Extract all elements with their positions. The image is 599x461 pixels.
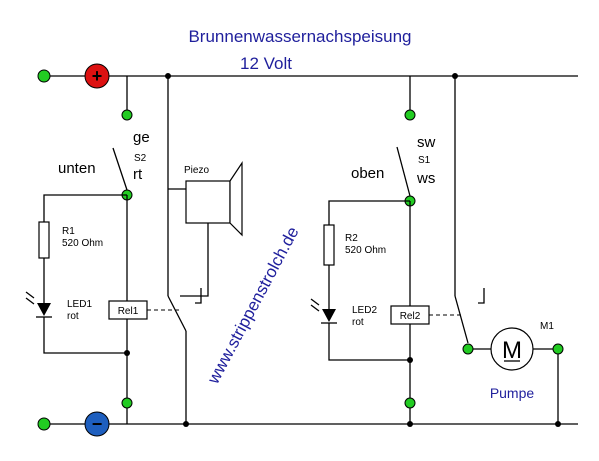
diagram-title: Brunnenwassernachspeisung (188, 27, 411, 46)
pump-label: Pumpe (490, 385, 535, 401)
r2-value-label: 520 Ohm (345, 245, 386, 256)
led2-light-arrow-icon-2 (310, 304, 320, 312)
junction-dot (407, 357, 413, 363)
s2-name-label: S2 (134, 153, 147, 164)
led2-name-label: LED2 (352, 305, 377, 316)
rail-terminal (121, 397, 133, 409)
led2-color-label: rot (352, 317, 364, 328)
pump-motor-name-label: M1 (540, 321, 554, 332)
junction-dot (407, 421, 413, 427)
led1-name-label: LED1 (67, 299, 92, 310)
rel2-contact-blade (454, 295, 469, 344)
rel1-contact-stop (195, 288, 202, 304)
pump-motor-symbol: M (502, 337, 522, 364)
led1-diode-icon (37, 303, 51, 316)
plus-supply-terminal (37, 69, 51, 83)
plus-pole-icon (84, 63, 110, 89)
watermark-link[interactable]: www.strippenstrolch.de (203, 224, 302, 388)
piezo-label: Piezo (184, 165, 209, 176)
minus-pole-symbol: − (92, 414, 103, 434)
r1-name-label: R1 (62, 226, 75, 237)
r2-feed-wire (328, 200, 410, 225)
junction-dot (555, 421, 561, 427)
r2-name-label: R2 (345, 233, 358, 244)
s1-position-label: oben (351, 165, 384, 182)
led1-return-wire (43, 317, 127, 354)
junction-dot (452, 73, 458, 79)
plus-pole-symbol: + (92, 66, 103, 86)
s2-upper-terminal (121, 109, 133, 121)
pump-left-terminal (462, 343, 474, 355)
minus-pole-icon (84, 411, 110, 437)
led2-return-wire (328, 323, 410, 361)
s2-lower-contact-label: rt (133, 166, 143, 183)
rel2-label: Rel2 (400, 311, 421, 322)
rel2-contact-stop (478, 288, 485, 304)
led1-color-label: rot (67, 311, 79, 322)
piezo-return-wire (180, 223, 209, 297)
minus-supply-terminal (37, 417, 51, 431)
r2-resistor (323, 224, 335, 266)
junction-dot (165, 73, 171, 79)
r1-value-label: 520 Ohm (62, 238, 103, 249)
led2-light-arrow-icon (310, 298, 320, 306)
rel1-label: Rel1 (118, 306, 139, 317)
piezo-body (185, 180, 231, 224)
s1-name-label: S1 (418, 155, 431, 166)
junction-dot (124, 350, 130, 356)
s1-lower-contact-label: ws (416, 170, 435, 187)
led2-diode-icon (322, 309, 336, 322)
r1-feed-wire (43, 194, 127, 222)
s2-switch-blade (112, 147, 128, 191)
s1-upper-terminal (404, 109, 416, 121)
pump-right-terminal (552, 343, 564, 355)
rail-terminal (404, 397, 416, 409)
led1-light-arrow-icon (25, 291, 35, 299)
s1-switch-blade (396, 146, 411, 197)
junction-dot (183, 421, 189, 427)
s2-position-label: unten (58, 160, 96, 177)
r1-resistor (38, 221, 50, 259)
s1-upper-contact-label: sw (417, 134, 436, 151)
rel1-contact-blade (167, 295, 187, 332)
s2-upper-contact-label: ge (133, 129, 150, 146)
piezo-horn-icon (229, 161, 243, 237)
led1-light-arrow-icon-2 (25, 297, 35, 305)
supply-voltage-label: 12 Volt (240, 54, 292, 73)
